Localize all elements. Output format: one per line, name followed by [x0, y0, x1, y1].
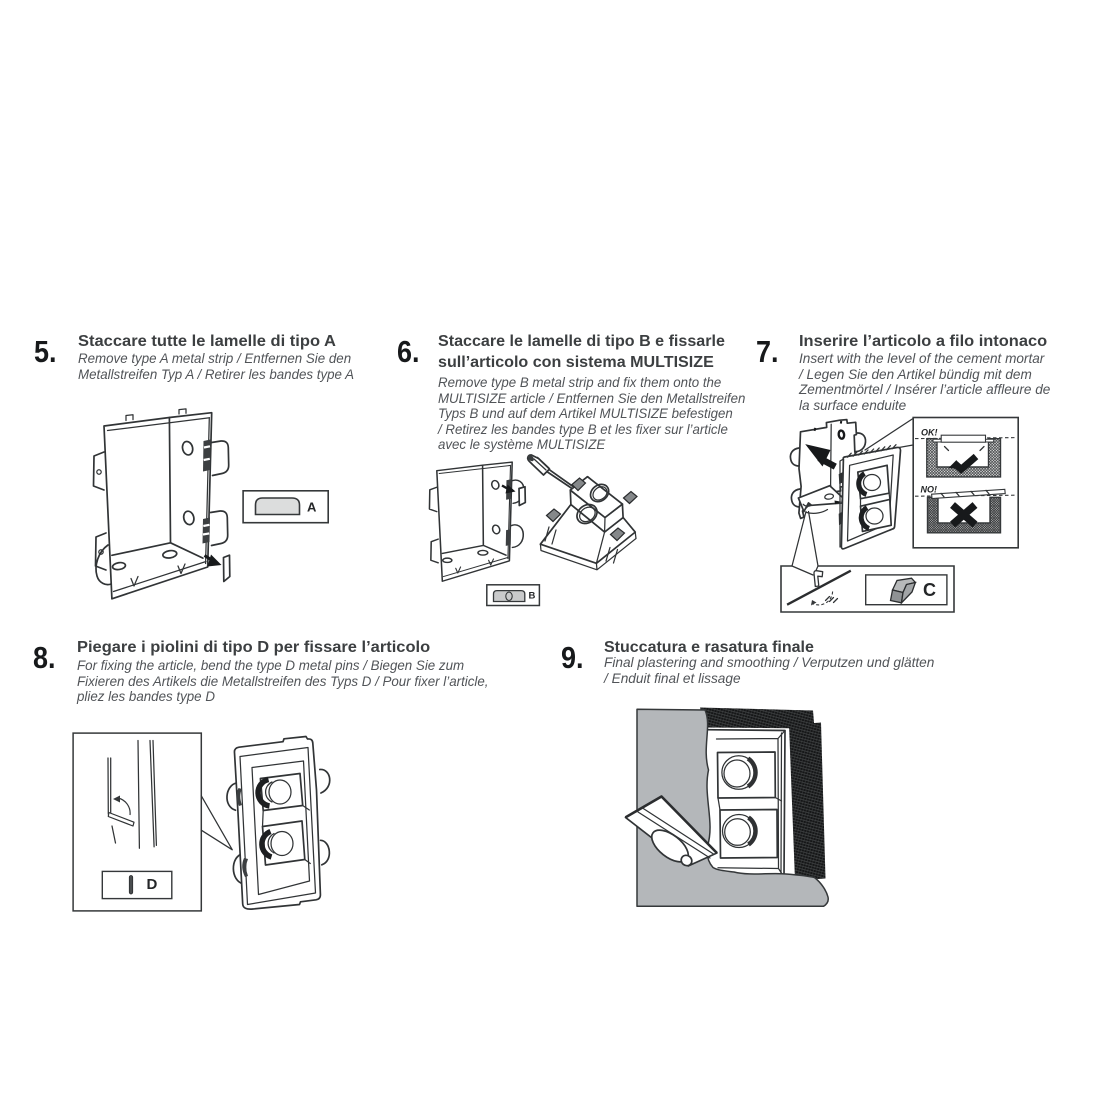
- svg-text:A: A: [307, 500, 317, 515]
- svg-text:B: B: [529, 591, 536, 602]
- svg-text:D: D: [147, 876, 158, 893]
- svg-text:NO!: NO!: [921, 485, 938, 495]
- svg-text:OK!: OK!: [921, 428, 938, 438]
- svg-text:C: C: [923, 580, 936, 600]
